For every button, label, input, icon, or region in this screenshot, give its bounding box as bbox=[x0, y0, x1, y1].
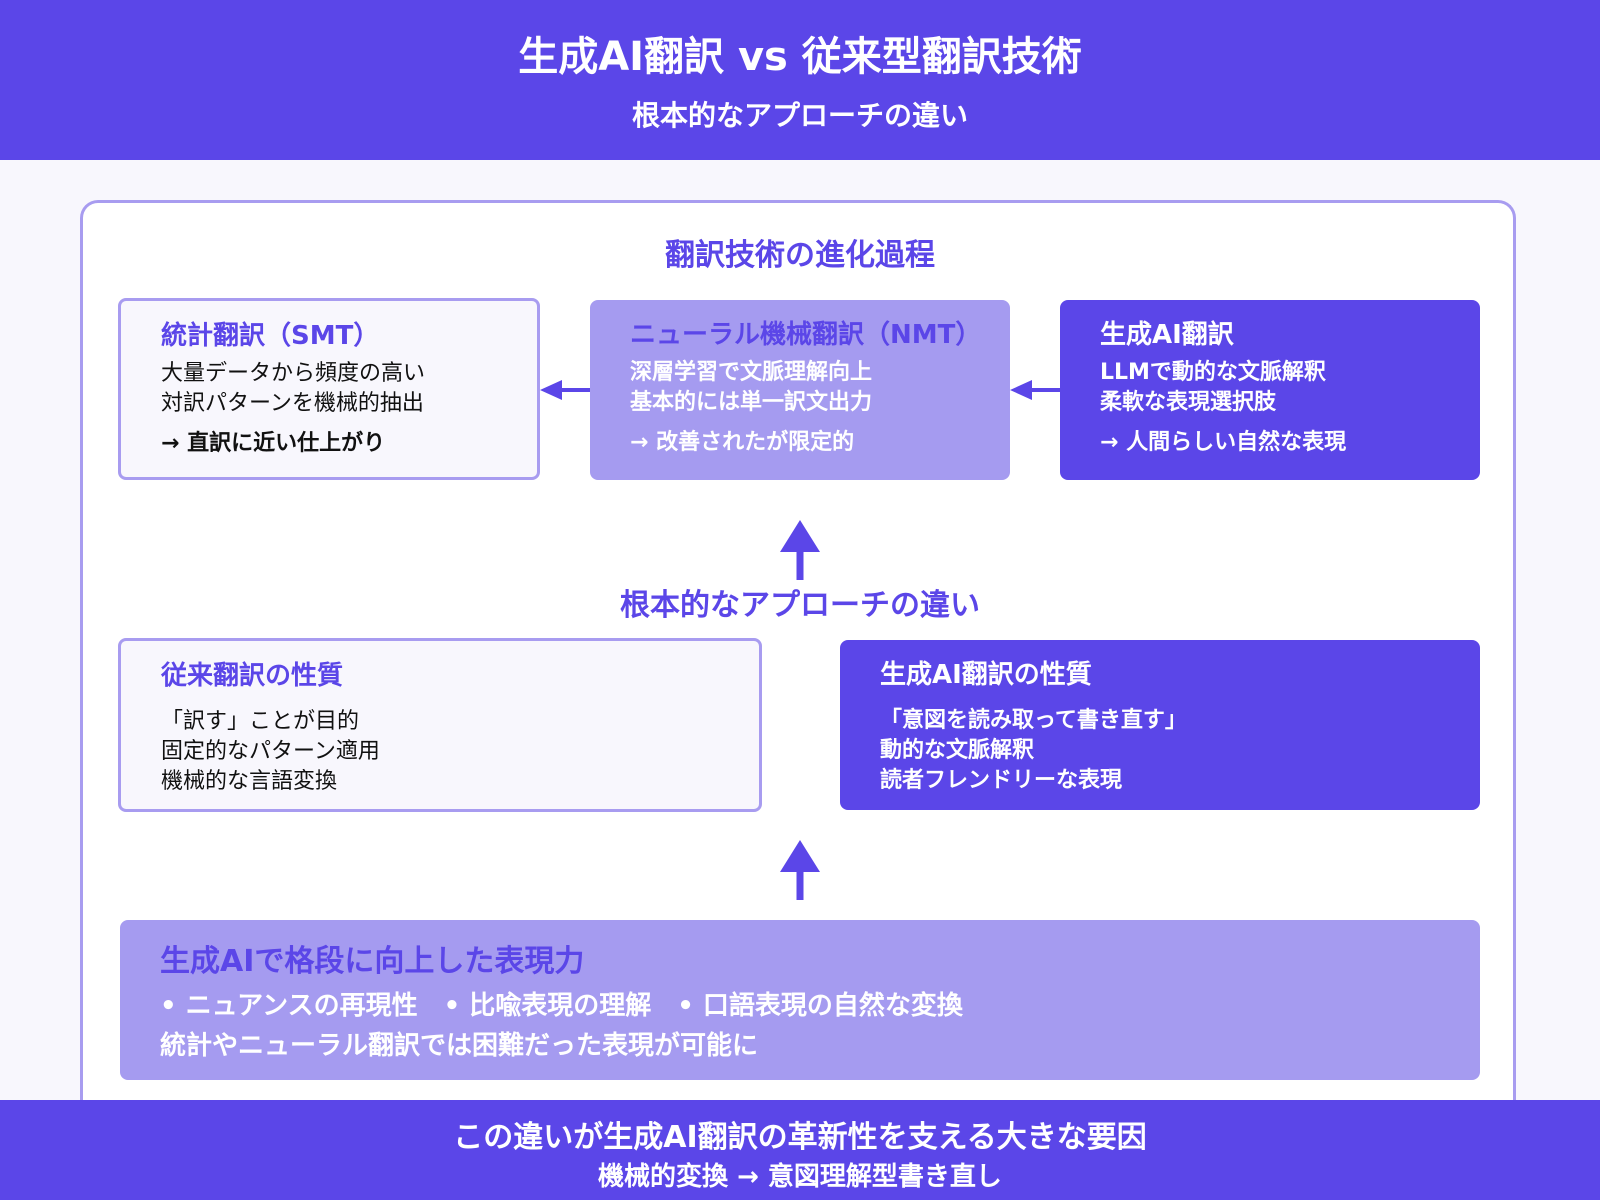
nmt-result: → 改善されたが限定的 bbox=[630, 430, 855, 455]
expression-box: 生成AIで格段に向上した表現力 • ニュアンスの再現性 • 比喩表現の理解 • … bbox=[120, 920, 1480, 1080]
arrow-up-icon bbox=[780, 840, 820, 900]
genai-line: 柔軟な表現選択肢 bbox=[1100, 390, 1277, 415]
nmt-line: 基本的には単一訳文出力 bbox=[630, 390, 873, 415]
smt-result: → 直訳に近い仕上がり bbox=[161, 431, 386, 456]
smt-line: 大量データから頻度の高い bbox=[161, 361, 426, 386]
arrow-left-icon bbox=[1010, 380, 1060, 400]
genai-box: 生成AI翻訳 LLMで動的な文脈解釈 柔軟な表現選択肢 → 人間らしい自然な表現 bbox=[1060, 300, 1480, 480]
header-banner: 生成AI翻訳 vs 従来型翻訳技術 根本的なアプローチの違い bbox=[0, 0, 1600, 160]
footer-banner: この違いが生成AI翻訳の革新性を支える大きな要因 機械的変換 → 意図理解型書き… bbox=[0, 1100, 1600, 1200]
page-title: 生成AI翻訳 vs 従来型翻訳技術 bbox=[518, 34, 1082, 80]
genai-nature-heading: 生成AI翻訳の性質 bbox=[880, 660, 1092, 690]
genai-description: LLMで動的な文脈解釈 柔軟な表現選択肢 bbox=[1100, 358, 1326, 418]
approach-title: 根本的なアプローチの違い bbox=[620, 588, 980, 623]
arrow-up-icon bbox=[780, 520, 820, 580]
genai-nature-box: 生成AI翻訳の性質 「意図を読み取って書き直す」 動的な文脈解釈 読者フレンドリ… bbox=[840, 640, 1480, 810]
page-subtitle: 根本的なアプローチの違い bbox=[631, 99, 968, 132]
nmt-line: 深層学習で文脈理解向上 bbox=[630, 360, 873, 385]
traditional-line: 固定的なパターン適用 bbox=[161, 739, 380, 764]
traditional-line: 「訳す」ことが目的 bbox=[161, 709, 360, 734]
nmt-heading: ニューラル機械翻訳（NMT） bbox=[630, 320, 982, 350]
expression-bullets: • ニュアンスの再現性 • 比喩表現の理解 • 口語表現の自然な変換 bbox=[160, 991, 963, 1021]
genai-line: LLMで動的な文脈解釈 bbox=[1100, 360, 1326, 385]
expression-note: 統計やニューラル翻訳では困難だった表現が可能に bbox=[160, 1031, 759, 1061]
smt-line: 対訳パターンを機械的抽出 bbox=[161, 391, 424, 416]
traditional-description: 「訳す」ことが目的 固定的なパターン適用 機械的な言語変換 bbox=[161, 707, 380, 797]
genai-result: → 人間らしい自然な表現 bbox=[1100, 430, 1347, 455]
expression-heading: 生成AIで格段に向上した表現力 bbox=[160, 944, 585, 979]
evolution-title: 翻訳技術の進化過程 bbox=[665, 238, 935, 273]
arrow-left-icon bbox=[540, 380, 590, 400]
footer-line-1: この違いが生成AI翻訳の革新性を支える大きな要因 bbox=[453, 1120, 1147, 1155]
genai-nature-description: 「意図を読み取って書き直す」 動的な文脈解釈 読者フレンドリーな表現 bbox=[880, 706, 1187, 796]
traditional-line: 機械的な言語変換 bbox=[161, 769, 338, 794]
nmt-description: 深層学習で文脈理解向上 基本的には単一訳文出力 bbox=[630, 358, 872, 418]
traditional-nature-box: 従来翻訳の性質 「訳す」ことが目的 固定的なパターン適用 機械的な言語変換 bbox=[118, 638, 762, 812]
footer-line-2: 機械的変換 → 意図理解型書き直し bbox=[598, 1162, 1002, 1192]
smt-description: 大量データから頻度の高い 対訳パターンを機械的抽出 bbox=[161, 359, 425, 419]
genai-heading: 生成AI翻訳 bbox=[1100, 320, 1234, 350]
genai-nature-line: 動的な文脈解釈 bbox=[880, 738, 1035, 763]
smt-box: 統計翻訳（SMT） 大量データから頻度の高い 対訳パターンを機械的抽出 → 直訳… bbox=[118, 298, 540, 480]
traditional-heading: 従来翻訳の性質 bbox=[161, 661, 344, 691]
smt-heading: 統計翻訳（SMT） bbox=[161, 321, 380, 351]
nmt-box: ニューラル機械翻訳（NMT） 深層学習で文脈理解向上 基本的には単一訳文出力 →… bbox=[590, 300, 1010, 480]
genai-nature-line: 読者フレンドリーな表現 bbox=[880, 768, 1123, 793]
genai-nature-line: 「意図を読み取って書き直す」 bbox=[880, 708, 1187, 733]
